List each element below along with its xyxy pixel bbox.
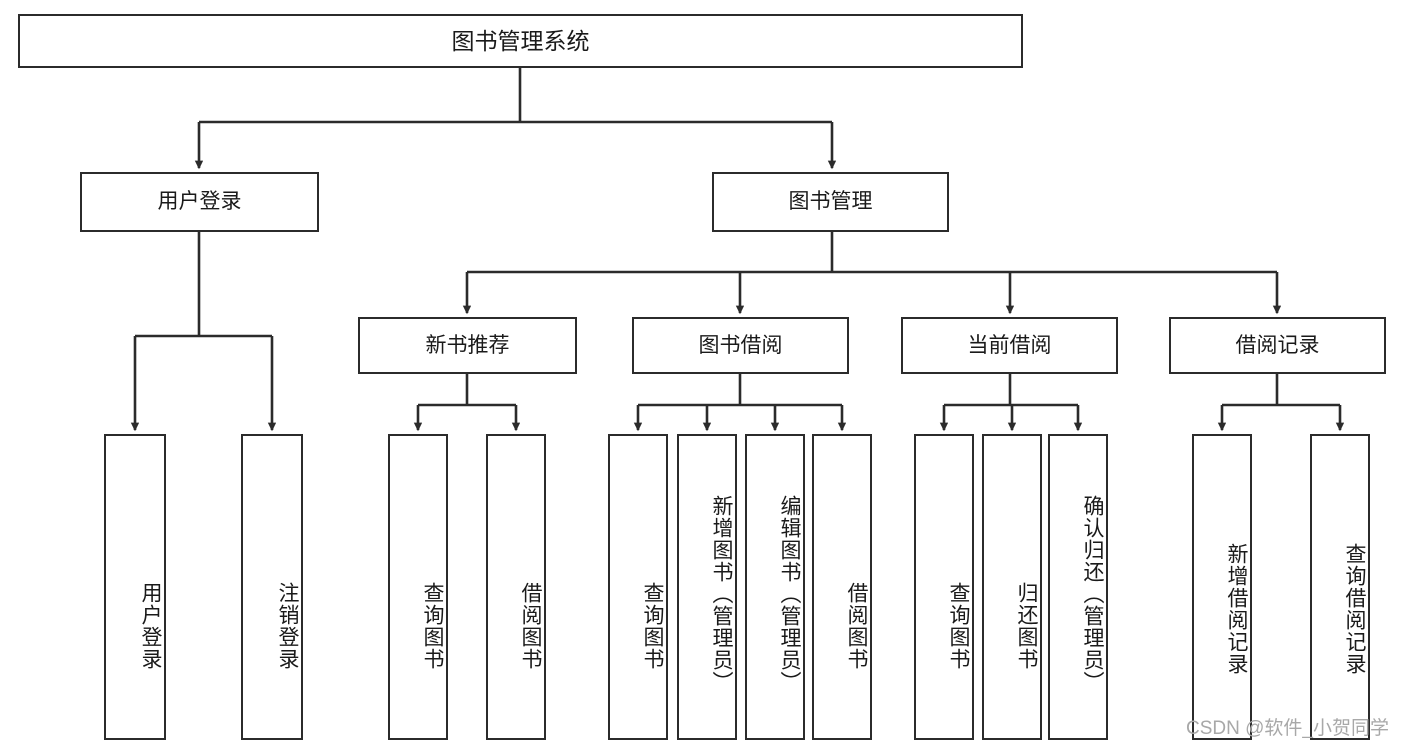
node-label: 新增借阅记录 (1225, 543, 1248, 675)
node-leaf-borrow-book-1[interactable]: 借阅图书 (486, 434, 546, 740)
node-label: 借阅图书 (845, 582, 868, 670)
node-user-login[interactable]: 用户登录 (80, 172, 319, 232)
node-new-book-recommend[interactable]: 新书推荐 (358, 317, 577, 374)
node-leaf-edit-book[interactable]: 编辑图书（管理员） (745, 434, 805, 740)
node-leaf-add-book[interactable]: 新增图书（管理员） (677, 434, 737, 740)
node-current-borrow[interactable]: 当前借阅 (901, 317, 1118, 374)
node-leaf-query-book-2[interactable]: 查询图书 (608, 434, 668, 740)
node-leaf-query-book-1[interactable]: 查询图书 (388, 434, 448, 740)
node-leaf-add-record[interactable]: 新增借阅记录 (1192, 434, 1252, 740)
node-label: 用户登录 (157, 190, 242, 214)
node-label: 编辑图书（管理员） (778, 495, 801, 693)
node-leaf-user-login[interactable]: 用户登录 (104, 434, 166, 740)
node-label: 借阅记录 (1235, 333, 1320, 357)
node-leaf-borrow-book-2[interactable]: 借阅图书 (812, 434, 872, 740)
node-leaf-query-record[interactable]: 查询借阅记录 (1310, 434, 1370, 740)
node-label: 注销登录 (276, 582, 299, 670)
node-label: 当前借阅 (967, 333, 1052, 357)
node-leaf-logout-login[interactable]: 注销登录 (241, 434, 303, 740)
node-label: 确认归还（管理员） (1081, 495, 1104, 693)
watermark-text: CSDN @软件_小贺同学 (1186, 718, 1389, 739)
node-book-manage[interactable]: 图书管理 (712, 172, 949, 232)
node-label: 查询图书 (641, 582, 664, 670)
node-label: 归还图书 (1015, 582, 1038, 670)
node-label: 图书借阅 (698, 333, 783, 357)
node-root-book-management-system[interactable]: 图书管理系统 (18, 14, 1023, 68)
node-label: 查询图书 (947, 582, 970, 670)
node-leaf-return-book[interactable]: 归还图书 (982, 434, 1042, 740)
node-borrow-record[interactable]: 借阅记录 (1169, 317, 1386, 374)
node-label: 查询图书 (421, 582, 444, 670)
node-label: 图书管理系统 (451, 27, 590, 54)
node-leaf-query-book-3[interactable]: 查询图书 (914, 434, 974, 740)
node-label: 查询借阅记录 (1343, 543, 1366, 675)
node-book-borrow[interactable]: 图书借阅 (632, 317, 849, 374)
node-label: 用户登录 (139, 582, 162, 670)
node-label: 图书管理 (788, 190, 873, 214)
node-label: 借阅图书 (519, 582, 542, 670)
node-leaf-confirm-return[interactable]: 确认归还（管理员） (1048, 434, 1108, 740)
node-label: 新增图书（管理员） (710, 495, 733, 693)
node-label: 新书推荐 (425, 333, 510, 357)
